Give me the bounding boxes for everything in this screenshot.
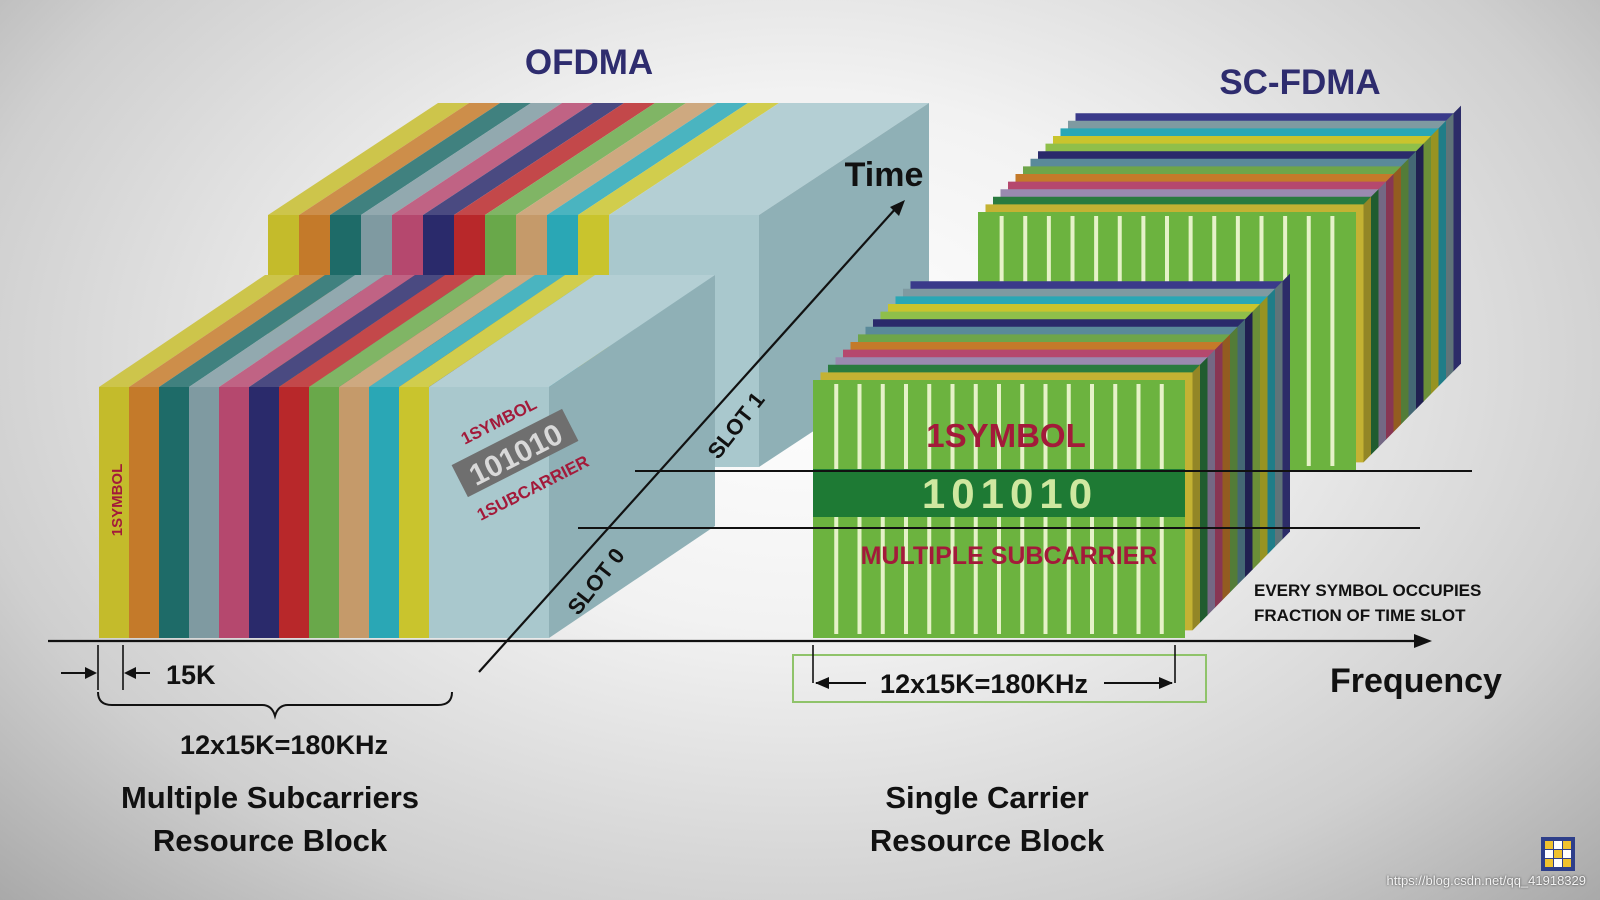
ofdma-back-slab-top <box>547 103 748 215</box>
ofdma-front-slab-front <box>189 387 219 638</box>
ofdma-front-slab-top <box>279 275 475 387</box>
ofdma-front-slab-top <box>309 275 505 387</box>
scfdma-front-layer-edge <box>1252 304 1260 570</box>
scfdma-caption-line1: Single Carrier <box>885 780 1089 815</box>
scfdma-back-layer-edge <box>1401 158 1409 425</box>
scfdma-caption-line2: Resource Block <box>869 823 1105 858</box>
ofdma-front-slab-front <box>369 387 399 638</box>
scfdma-back-layer-edge <box>1423 136 1431 402</box>
scfdma-bandwidth-marker <box>792 645 1207 703</box>
ofdma-caption-line1: Multiple Subcarriers <box>120 780 420 815</box>
ofdma-front-slab-front <box>399 387 429 638</box>
ofdma-title: OFDMA <box>525 43 653 82</box>
ofdma-spacing-label: 15K <box>166 660 216 690</box>
ofdma-front-slab-top <box>219 275 415 387</box>
ofdma-back-slab-top <box>361 103 562 215</box>
ofdma-front-slab-top <box>339 275 535 387</box>
scfdma-back-layer-edge <box>1438 120 1446 387</box>
scfdma-title: SC-FDMA <box>1219 63 1380 102</box>
ofdma-front-slab-top <box>369 275 565 387</box>
scfdma-back-layer-edge <box>1363 196 1371 463</box>
watermark-logo <box>1541 837 1575 871</box>
ofdma-symbol-label: 1SYMBOL <box>109 464 126 537</box>
ofdma-back-slab-top <box>516 103 717 215</box>
ofdma-back-slab-top <box>423 103 624 215</box>
time-axis-arrowhead <box>890 200 905 216</box>
ofdma-front-slab-front <box>309 387 339 638</box>
ofdma-back-slab-top <box>392 103 593 215</box>
scfdma-back-stripe <box>1306 216 1311 466</box>
scfdma-back-layer-edge <box>1408 151 1416 417</box>
scfdma-front-layer-edge <box>1282 273 1290 540</box>
scfdma-back-layer-edge <box>1393 166 1401 432</box>
scfdma-face-bits: 101010 <box>922 470 1098 517</box>
scfdma-note-line2: FRACTION OF TIME SLOT <box>1254 606 1466 625</box>
ofdma-front-slab-top <box>399 275 595 387</box>
scfdma-caption: Single Carrier Resource Block <box>777 776 1197 862</box>
ofdma-back-slab-top <box>454 103 655 215</box>
ofdma-spacing-marker <box>61 645 150 690</box>
scfdma-back-layer-edge <box>1431 128 1439 394</box>
scfdma-back-layer-edge <box>1371 189 1379 455</box>
scfdma-back-layer-edge <box>1386 174 1394 440</box>
scfdma-note-line1: EVERY SYMBOL OCCUPIES <box>1254 581 1481 600</box>
scfdma-slot0-block <box>813 273 1290 638</box>
scfdma-front-layer-edge <box>1207 349 1215 616</box>
scfdma-face-subcarrier: MULTIPLE SUBCARRIER <box>861 542 1158 570</box>
ofdma-front-slab-top <box>129 275 325 387</box>
scfdma-front-layer-edge <box>1222 334 1230 600</box>
scfdma-front-layer-edge <box>1200 357 1208 623</box>
scfdma-bandwidth-label: 12x15K=180KHz <box>880 669 1088 699</box>
ofdma-front-slab-top <box>189 275 385 387</box>
ofdma-back-slab-top <box>330 103 531 215</box>
ofdma-back-slab-top <box>609 103 929 215</box>
ofdma-back-slab-top <box>578 103 779 215</box>
ofdma-bandwidth-brace <box>97 691 453 720</box>
scfdma-back-layer-edge <box>1378 181 1386 448</box>
scfdma-back-layer-edge <box>1416 143 1424 410</box>
ofdma-front-slab-front <box>99 387 129 638</box>
scfdma-face-symbol: 1SYMBOL <box>926 417 1086 454</box>
scfdma-front-layer-edge <box>1192 364 1200 631</box>
scfdma-back-stripe <box>1330 216 1335 466</box>
scfdma-front-layer-edge <box>1275 281 1283 547</box>
ofdma-back-slab-top <box>268 103 469 215</box>
time-axis <box>478 206 898 673</box>
ofdma-front-slab-front <box>129 387 159 638</box>
time-label: Time <box>845 156 924 194</box>
ofdma-back-slab-top <box>485 103 686 215</box>
scfdma-front-layer-edge <box>1230 326 1238 593</box>
ofdma-front-slab-front <box>339 387 369 638</box>
ofdma-slot0-block <box>99 275 715 638</box>
scfdma-front-layer-edge <box>1267 288 1275 555</box>
ofdma-front-slab-top <box>159 275 355 387</box>
frequency-label: Frequency <box>1330 662 1502 700</box>
ofdma-bits-band <box>451 408 579 498</box>
scfdma-front-layer-edge <box>1245 311 1253 578</box>
ofdma-front-slab-top <box>429 275 715 387</box>
frequency-axis-arrowhead <box>1414 634 1432 648</box>
scfdma-front-layer-edge <box>1260 296 1268 562</box>
scfdma-bits-band <box>813 469 1185 517</box>
ofdma-front-slab-front <box>219 387 249 638</box>
ofdma-back-slab-top <box>299 103 500 215</box>
watermark-url: https://blog.csdn.net/qq_41918329 <box>1386 873 1587 888</box>
scfdma-front-layer-edge <box>1215 342 1223 608</box>
ofdma-caption: Multiple Subcarriers Resource Block <box>60 776 480 862</box>
ofdma-caption-line2: Resource Block <box>152 823 388 858</box>
ofdma-front-slab-front <box>159 387 189 638</box>
scfdma-back-layer-edge <box>1453 105 1461 372</box>
scfdma-back-layer-edge <box>1446 113 1454 379</box>
ofdma-front-slab-top <box>249 275 445 387</box>
ofdma-front-slab-top <box>99 275 295 387</box>
ofdma-bandwidth-label: 12x15K=180KHz <box>180 730 388 760</box>
ofdma-front-slab-front <box>249 387 279 638</box>
ofdma-front-slab-front <box>279 387 309 638</box>
scfdma-front-layer-edge <box>1237 319 1245 585</box>
